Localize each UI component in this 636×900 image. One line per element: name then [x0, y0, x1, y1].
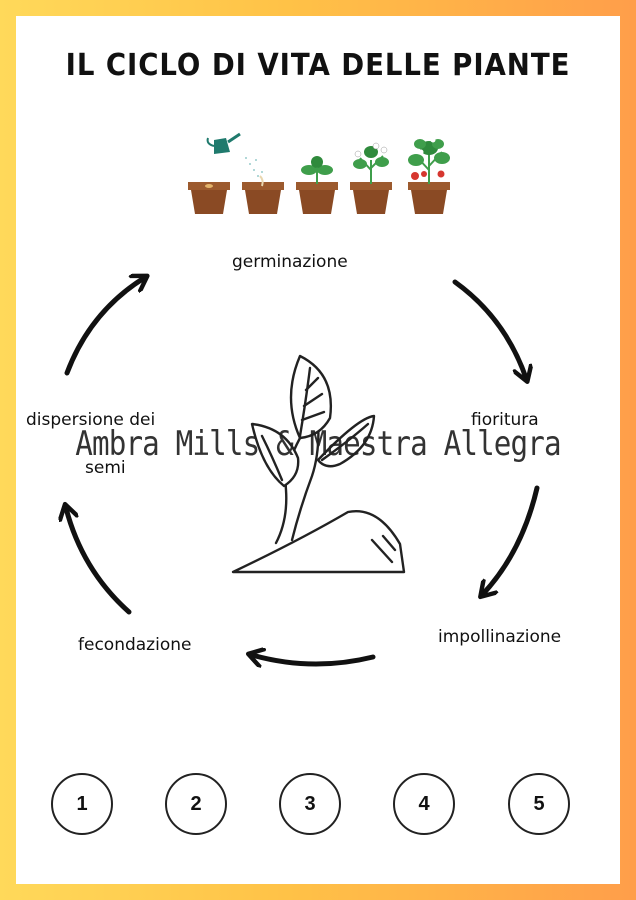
- seed-pot-icon: [188, 182, 230, 214]
- stage-label-dispersione-line2: semi: [85, 458, 126, 478]
- arrow-fecondazione-to-dispersione: [66, 508, 132, 615]
- answer-circle-1[interactable]: 1: [51, 773, 113, 835]
- answer-circle-2[interactable]: 2: [165, 773, 227, 835]
- watering-can-icon: [206, 132, 263, 177]
- seedling-pot-icon: [296, 156, 338, 214]
- arrow-fioritura-to-impollinazione: [483, 485, 540, 594]
- stage-label-fecondazione: fecondazione: [78, 635, 192, 655]
- page-title: IL CICLO DI VITA DELLE PIANTE: [65, 48, 571, 83]
- watermark: Ambra Mills & Maestra Allegra: [75, 424, 561, 464]
- flowering-plant-icon: [350, 142, 392, 214]
- answer-circle-3[interactable]: 3: [279, 773, 341, 835]
- answer-circle-5[interactable]: 5: [508, 773, 570, 835]
- arrow-impollinazione-to-fecondazione: [252, 655, 376, 664]
- answer-circle-4[interactable]: 4: [393, 773, 455, 835]
- sprout-pot-icon: [242, 175, 284, 214]
- fruiting-plant-icon: [408, 137, 450, 214]
- stage-label-fioritura: fioritura: [471, 410, 539, 430]
- stage-label-germinazione: germinazione: [232, 252, 348, 272]
- arrow-dispersione-to-germinazione: [64, 278, 144, 376]
- stage-label-dispersione-line1: dispersione dei: [26, 410, 156, 430]
- stage-label-impollinazione: impollinazione: [438, 627, 562, 647]
- arrow-germinazione-to-fioritura: [452, 279, 526, 378]
